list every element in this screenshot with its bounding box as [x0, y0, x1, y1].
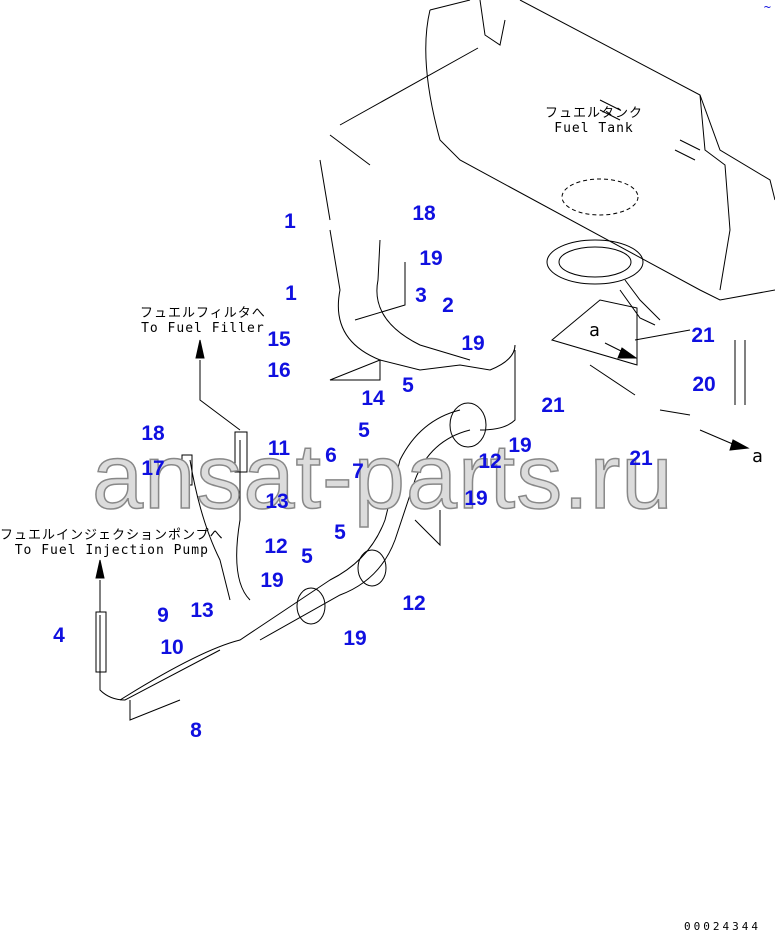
drawing-code: 00024344 [684, 920, 761, 933]
part-callout[interactable]: 5 [334, 521, 346, 545]
fuel-tank-label: フュエルタンク Fuel Tank [545, 106, 643, 136]
part-callout[interactable]: 19 [343, 627, 367, 651]
part-callout[interactable]: 16 [267, 359, 291, 383]
part-callout[interactable]: 21 [541, 394, 565, 418]
watermark: ansat-parts.ru [91, 425, 674, 529]
part-callout[interactable]: 19 [461, 332, 485, 356]
part-callout[interactable]: 19 [464, 487, 488, 511]
part-callout[interactable]: 13 [190, 599, 214, 623]
part-callout[interactable]: 21 [691, 324, 715, 348]
fuel-tank-label-jp: フュエルタンク [545, 106, 644, 121]
corner-mark: ~ [763, 0, 771, 14]
part-callout[interactable]: 17 [141, 457, 165, 481]
part-callout[interactable]: 19 [260, 569, 284, 593]
to-pump-label-en: To Fuel Injection Pump [14, 543, 209, 558]
part-callout[interactable]: 19 [508, 434, 532, 458]
part-callout[interactable]: 5 [402, 374, 414, 398]
part-callout[interactable]: 4 [53, 624, 65, 648]
to-pump-label-jp: フュエルインジェクションポンプへ [0, 528, 224, 543]
view-marker-a: a [589, 320, 600, 341]
part-callout[interactable]: 7 [352, 460, 364, 484]
part-callout[interactable]: 18 [412, 202, 436, 226]
part-callout[interactable]: 2 [442, 294, 454, 318]
to-filler-label-jp: フュエルフィルタへ [140, 306, 266, 321]
part-callout[interactable]: 5 [358, 419, 370, 443]
part-callout[interactable]: 12 [264, 535, 288, 559]
part-callout[interactable]: 18 [141, 422, 165, 446]
part-callout[interactable]: 20 [692, 373, 716, 397]
fuel-tank-outline [425, 0, 775, 326]
part-callout[interactable]: 19 [419, 247, 443, 271]
to-filler-label-en: To Fuel Filler [141, 321, 265, 336]
part-callout[interactable]: 1 [284, 210, 296, 234]
part-callout[interactable]: 12 [402, 592, 426, 616]
fuel-tank-label-en: Fuel Tank [554, 121, 634, 136]
part-callout[interactable]: 12 [478, 450, 502, 474]
part-callout[interactable]: 5 [301, 545, 313, 569]
part-callout[interactable]: 14 [361, 387, 385, 411]
part-callout[interactable]: 6 [325, 444, 337, 468]
to-filler-label: フュエルフィルタへ To Fuel Filler [140, 306, 266, 336]
part-callout[interactable]: 3 [415, 284, 427, 308]
view-marker-a: a [752, 446, 763, 467]
part-callout[interactable]: 11 [267, 437, 291, 461]
to-pump-label: フュエルインジェクションポンプへ To Fuel Injection Pump [0, 528, 224, 558]
part-callout[interactable]: 1 [285, 282, 297, 306]
part-callout[interactable]: 21 [629, 447, 653, 471]
part-callout[interactable]: 9 [157, 604, 169, 628]
part-callout[interactable]: 10 [160, 636, 184, 660]
part-callout[interactable]: 8 [190, 719, 202, 743]
part-callout[interactable]: 13 [265, 490, 289, 514]
part-callout[interactable]: 15 [267, 328, 291, 352]
